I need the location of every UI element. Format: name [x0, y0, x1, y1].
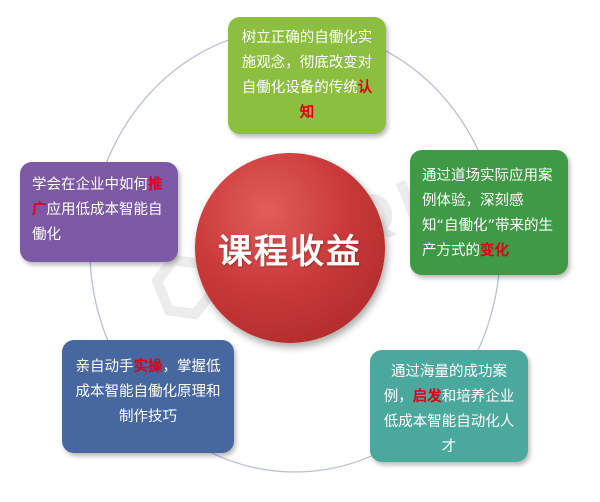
benefit-highlight: 认知: [299, 80, 373, 121]
benefit-highlight: 变化: [480, 243, 509, 259]
benefit-highlight: 启发: [412, 389, 442, 405]
benefit-text: 树立正确的自働化实施观念，彻底改变对自働化设备的传统: [241, 30, 373, 96]
benefit-highlight: 实操: [133, 359, 163, 375]
benefit-box-bottom-left: 亲自动手实操，掌握低成本智能自働化原理和制作技巧: [62, 340, 234, 453]
benefit-box-bottom-right: 通过海量的成功案例，启发和培养企业低成本智能自动化人才: [370, 350, 528, 462]
benefit-text: 通过道场实际应用案例体验，深刻感知“自働化”带来的生产方式的: [422, 168, 554, 259]
benefit-text: ，掌握低成本智能自働化原理和制作技巧: [75, 359, 221, 425]
center-title: 课程收益: [218, 231, 362, 272]
benefit-text: 学会在企业中如何: [32, 177, 148, 193]
benefit-text: 亲自动手: [75, 359, 134, 375]
benefit-box-left: 学会在企业中如何推广应用低成本智能自働化: [20, 162, 178, 262]
center-circle: 课程收益: [195, 153, 385, 343]
benefit-box-top: 树立正确的自働化实施观念，彻底改变对自働化设备的传统认知: [228, 17, 386, 134]
benefit-highlight: 推广: [32, 177, 163, 218]
benefit-box-right: 通过道场实际应用案例体验，深刻感知“自働化”带来的生产方式的变化: [410, 150, 568, 275]
benefit-text: 和培养企业低成本智能自动化人才: [383, 389, 515, 455]
benefit-text: 应用低成本智能自働化: [32, 202, 163, 243]
benefit-text: 通过海量的成功案例，: [383, 364, 507, 405]
